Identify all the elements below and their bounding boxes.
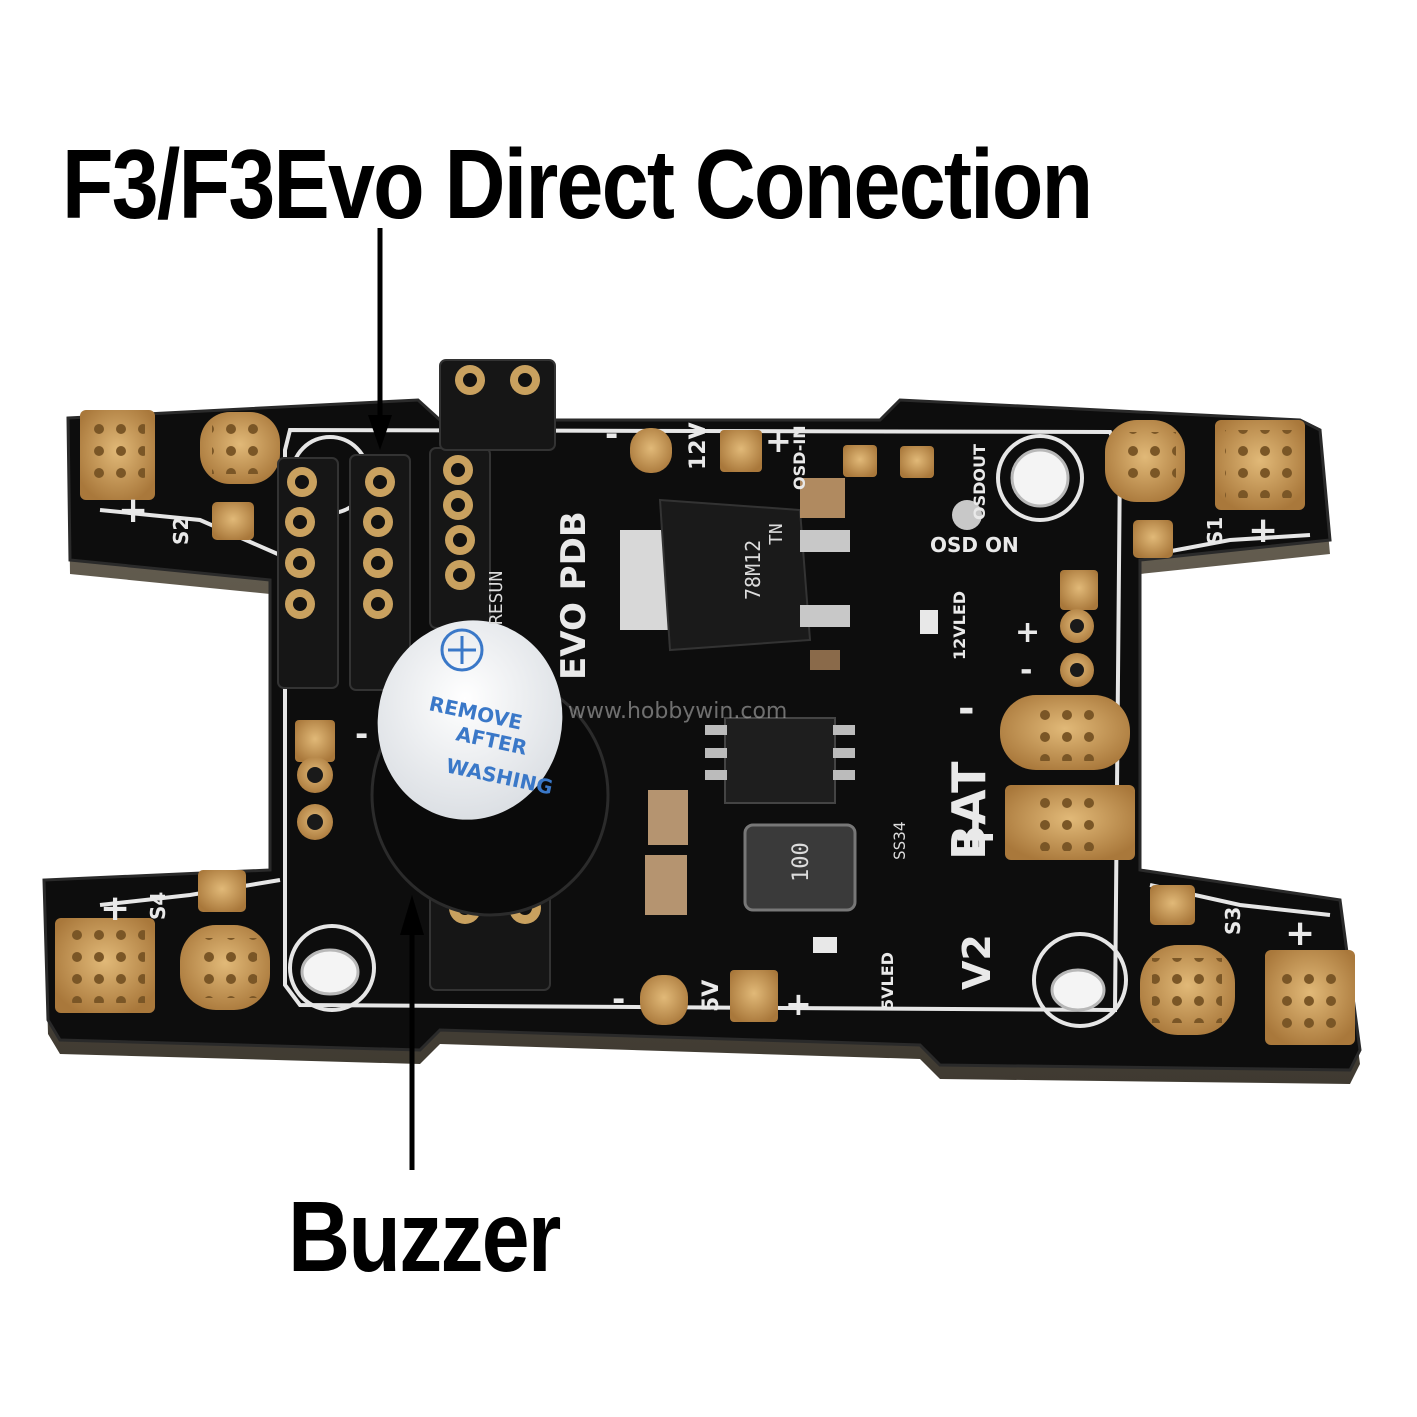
led-5v-label: 5VLED bbox=[878, 952, 897, 1010]
regulator-sub-marking: TN bbox=[766, 523, 787, 545]
signal-label-s4: S4 bbox=[146, 892, 170, 920]
plus-label-12v: + bbox=[765, 422, 792, 460]
watermark: www.hobbywin.com bbox=[568, 699, 787, 724]
arrow-to-connector bbox=[368, 228, 392, 450]
osd-pads bbox=[843, 445, 982, 530]
rail-5v-label: 5V bbox=[699, 980, 724, 1012]
motor-pad-bottom-right-inner bbox=[1140, 945, 1235, 1035]
ic-chip bbox=[705, 717, 855, 804]
signal-label-s3: S3 bbox=[1221, 907, 1245, 935]
pad-12v-positive bbox=[720, 430, 762, 472]
signal-pad-s4 bbox=[198, 870, 246, 912]
reset-label: RESUN bbox=[486, 571, 507, 625]
status-leds bbox=[813, 610, 938, 953]
battery-pad-negative bbox=[1000, 695, 1130, 770]
motor-pad-bottom-left-inner bbox=[180, 925, 270, 1010]
minus-label-right-header: - bbox=[1020, 653, 1032, 688]
battery-pad-positive bbox=[1005, 785, 1135, 860]
osd-on-label: ON bbox=[985, 533, 1019, 557]
motor-pad-top-left-outer bbox=[80, 410, 155, 500]
signal-label-s2: S2 bbox=[169, 517, 193, 545]
battery-label: BAT bbox=[942, 761, 996, 860]
diode-marking: SS34 bbox=[890, 821, 909, 860]
inductor bbox=[743, 823, 857, 912]
pad-5v-negative bbox=[640, 975, 688, 1025]
led-12v-label: 12VLED bbox=[950, 591, 969, 660]
mounting-hole-top-right bbox=[996, 434, 1084, 522]
plus-label-top-right: + bbox=[1248, 510, 1278, 551]
connection-callout-title: F3/F3Evo Direct Conection bbox=[62, 129, 1093, 239]
osd-out-label: OSDOUT bbox=[970, 444, 989, 520]
motor-pad-bottom-left-outer bbox=[55, 918, 155, 1013]
arrow-to-buzzer bbox=[400, 895, 424, 1170]
motor-pad-top-left-inner bbox=[200, 412, 280, 484]
plus-label-5v: + bbox=[785, 985, 812, 1023]
mounting-hole-bottom-left bbox=[288, 924, 376, 1012]
version-label: V2 bbox=[955, 934, 999, 990]
inductor-marking: 100 bbox=[789, 842, 814, 882]
buzzer bbox=[370, 620, 610, 917]
pad-12v-negative bbox=[630, 428, 672, 473]
minus-label-12v: - bbox=[605, 415, 618, 453]
voltage-regulator bbox=[620, 498, 850, 652]
motor-pad-bottom-right-outer bbox=[1265, 950, 1355, 1045]
left-side-through-hole-pads bbox=[295, 720, 335, 840]
signal-label-s1: S1 bbox=[1203, 517, 1227, 545]
pad-5v-positive bbox=[730, 970, 778, 1022]
signal-pad-s3 bbox=[1150, 885, 1195, 925]
buzzer-callout-title: Buzzer bbox=[288, 1181, 561, 1293]
plus-label-bottom-left: + bbox=[100, 888, 130, 929]
plus-label-battery: + bbox=[952, 804, 999, 869]
rail-12v-label: 12V bbox=[686, 422, 711, 470]
signal-pad-s2 bbox=[212, 502, 254, 540]
fc-header-sockets bbox=[285, 365, 540, 619]
motor-pad-top-right-inner bbox=[1105, 420, 1185, 502]
motor-pad-top-right-outer bbox=[1215, 420, 1305, 510]
mounting-hole-bottom-right bbox=[1032, 932, 1128, 1028]
capacitors bbox=[645, 478, 845, 915]
osd-label: OSD bbox=[930, 533, 978, 557]
regulator-marking: 78M12 bbox=[741, 540, 765, 600]
right-side-through-hole-pads bbox=[1060, 570, 1098, 687]
product-label: EVO PDB bbox=[554, 511, 594, 680]
plus-label-right-header: + bbox=[1015, 615, 1040, 650]
minus-label-left-header: - bbox=[355, 715, 368, 753]
minus-label-5v: - bbox=[612, 980, 625, 1018]
minus-label-battery: - bbox=[958, 686, 975, 732]
plus-label-bottom-right: + bbox=[1285, 913, 1315, 954]
osd-in-label: OSD-IN bbox=[790, 425, 809, 490]
signal-pad-s1 bbox=[1133, 520, 1173, 558]
plus-label-top-left: + bbox=[118, 490, 148, 531]
